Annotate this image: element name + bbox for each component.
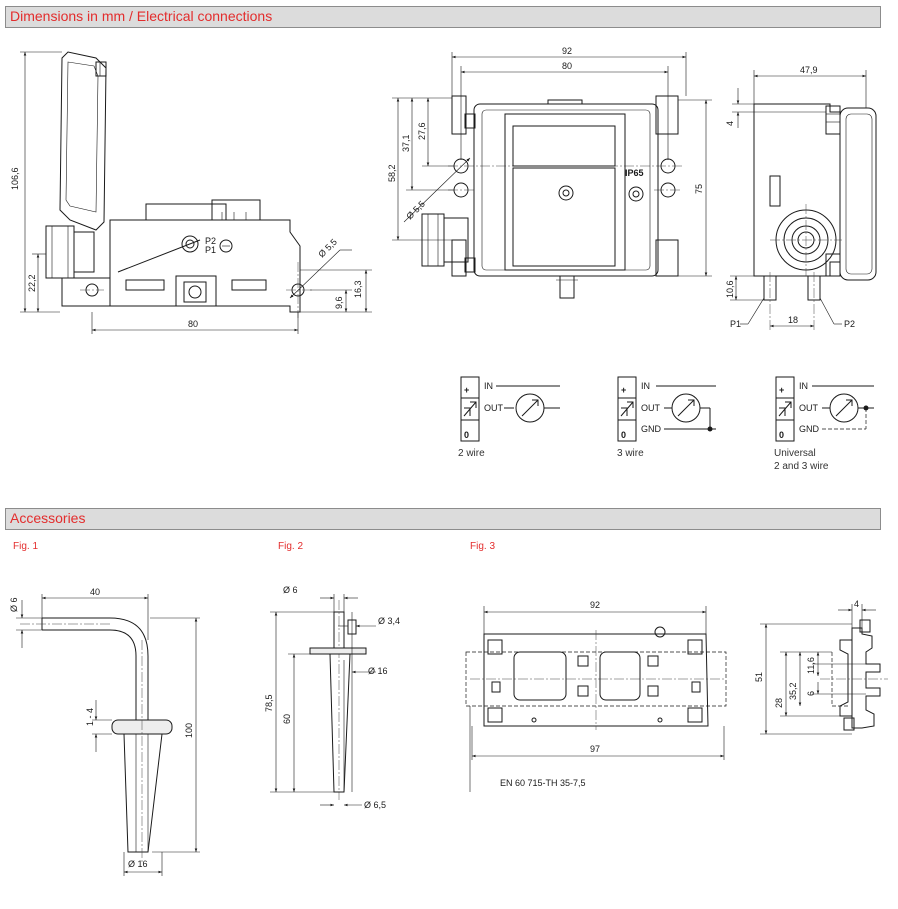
right-label-p1: P1	[730, 319, 741, 329]
wiring3-in-label: IN	[641, 381, 650, 391]
wiringu-gnd-label: GND	[799, 424, 820, 434]
wiringu-in-label: IN	[799, 381, 808, 391]
wiring3-gnd-label: GND	[641, 424, 662, 434]
fig1-dim-d6: Ø 6	[9, 597, 19, 612]
wiring2-zero: 0	[464, 430, 469, 440]
fig2-drawing: Ø 6 Ø 3,4 Ø 16 78,5 60 Ø 6,5	[264, 585, 400, 810]
front-dim-92: 92	[562, 46, 572, 56]
wiring3-out-label: OUT	[641, 403, 661, 413]
fig1-label: Fig. 1	[13, 541, 39, 552]
wiring-caption-2wire: 2 wire	[458, 448, 485, 459]
wiring3-out-icon	[620, 401, 634, 417]
fig3-dim-28: 28	[774, 698, 784, 708]
wiring-3wire: + 0 IN OUT GND	[617, 376, 716, 442]
wiring3-zero: 0	[621, 430, 626, 440]
accessories-section-title: Accessories	[10, 510, 86, 526]
wiringu-plus: +	[779, 385, 784, 395]
front-dim-hole: Ø 5,5	[404, 199, 427, 222]
front-dim-37-1: 37,1	[401, 134, 411, 152]
accessories-section-header: Accessories	[5, 508, 881, 530]
side-port-p1-label: P1	[205, 245, 216, 255]
front-view: IP65 92 80 58,2 37,1 27,6 Ø 5	[387, 46, 712, 299]
side-dim-hole: Ø 5,5	[316, 237, 339, 260]
right-dim-10-6: 10,6	[725, 280, 735, 298]
right-dim-18: 18	[788, 315, 798, 325]
front-dim-80: 80	[562, 61, 572, 71]
front-dim-75: 75	[694, 184, 704, 194]
fig1-drawing: Ø 6 40 100 1 - 4 Ø 16	[9, 587, 200, 876]
wiring-caption-universal-sub: 2 and 3 wire	[774, 461, 829, 472]
fig2-dim-60: 60	[282, 714, 292, 724]
fig3-dim-92: 92	[590, 600, 600, 610]
wiringu-out-label: OUT	[799, 403, 819, 413]
dimensions-section-header: Dimensions in mm / Electrical connection…	[5, 6, 881, 28]
fig1-dim-d16: Ø 16	[128, 859, 148, 869]
fig3-rail-label: EN 60 715-TH 35-7,5	[500, 778, 586, 788]
fig3-label: Fig. 3	[470, 541, 496, 552]
wiring-caption-3wire: 3 wire	[617, 448, 644, 459]
fig3-drawing: 92 97 EN 60 715-TH 35-7,5 4 51 28 35,2	[465, 599, 888, 792]
fig1-dim-1-4: 1 - 4	[85, 708, 95, 726]
fig3-dim-6: 6	[806, 691, 816, 696]
fig2-dim-78-5: 78,5	[264, 694, 274, 712]
front-dim-27-6: 27,6	[417, 122, 427, 140]
fig1-dim-40: 40	[90, 587, 100, 597]
fig2-dim-d3-4: Ø 3,4	[378, 616, 400, 626]
fig3-dim-97: 97	[590, 744, 600, 754]
wiring2-out-label: OUT	[484, 403, 504, 413]
right-dim-47-9: 47,9	[800, 65, 818, 75]
wiring-caption-universal: Universal	[774, 448, 816, 459]
fig1-dim-100: 100	[184, 723, 194, 738]
fig3-dim-11-6: 11,6	[806, 657, 816, 674]
wiringu-zero: 0	[779, 430, 784, 440]
fig2-dim-d16: Ø 16	[368, 666, 388, 676]
wiring3-plus: +	[621, 385, 626, 395]
fig2-label: Fig. 2	[278, 541, 304, 552]
side-dim-16-3: 16,3	[353, 280, 363, 298]
side-view: P2 P1 106,6 22,2 80 Ø 5,5 16,3 9,6	[10, 51, 372, 334]
wiringu-out-icon	[778, 401, 792, 417]
right-label-p2: P2	[844, 319, 855, 329]
right-view: 47,9 4 10,6 18 P1 P2	[725, 65, 877, 332]
wiring2-in-label: IN	[484, 381, 493, 391]
dimensions-section-title: Dimensions in mm / Electrical connection…	[10, 8, 273, 24]
wiring-2wire: + 0 IN OUT	[460, 376, 560, 442]
side-dim-9-6: 9,6	[334, 296, 344, 309]
side-port-p2-label: P2	[205, 236, 216, 246]
fig2-dim-d6: Ø 6	[283, 585, 298, 595]
side-dim-base: 22,2	[27, 274, 37, 292]
side-dim-width: 80	[188, 319, 198, 329]
side-dim-height: 106,6	[10, 167, 20, 190]
fig2-dim-d6-5: Ø 6,5	[364, 800, 386, 810]
fig3-dim-35-2: 35,2	[788, 682, 798, 700]
front-ip-label: IP65	[625, 168, 644, 178]
right-dim-4: 4	[725, 121, 735, 126]
wiring2-plus: +	[464, 385, 469, 395]
wiring2-out-icon	[463, 401, 477, 417]
front-dim-58-2: 58,2	[387, 164, 397, 182]
wiring-universal: + 0 IN OUT GND	[775, 376, 874, 442]
fig3-dim-4: 4	[854, 599, 859, 609]
fig3-dim-51: 51	[754, 672, 764, 682]
